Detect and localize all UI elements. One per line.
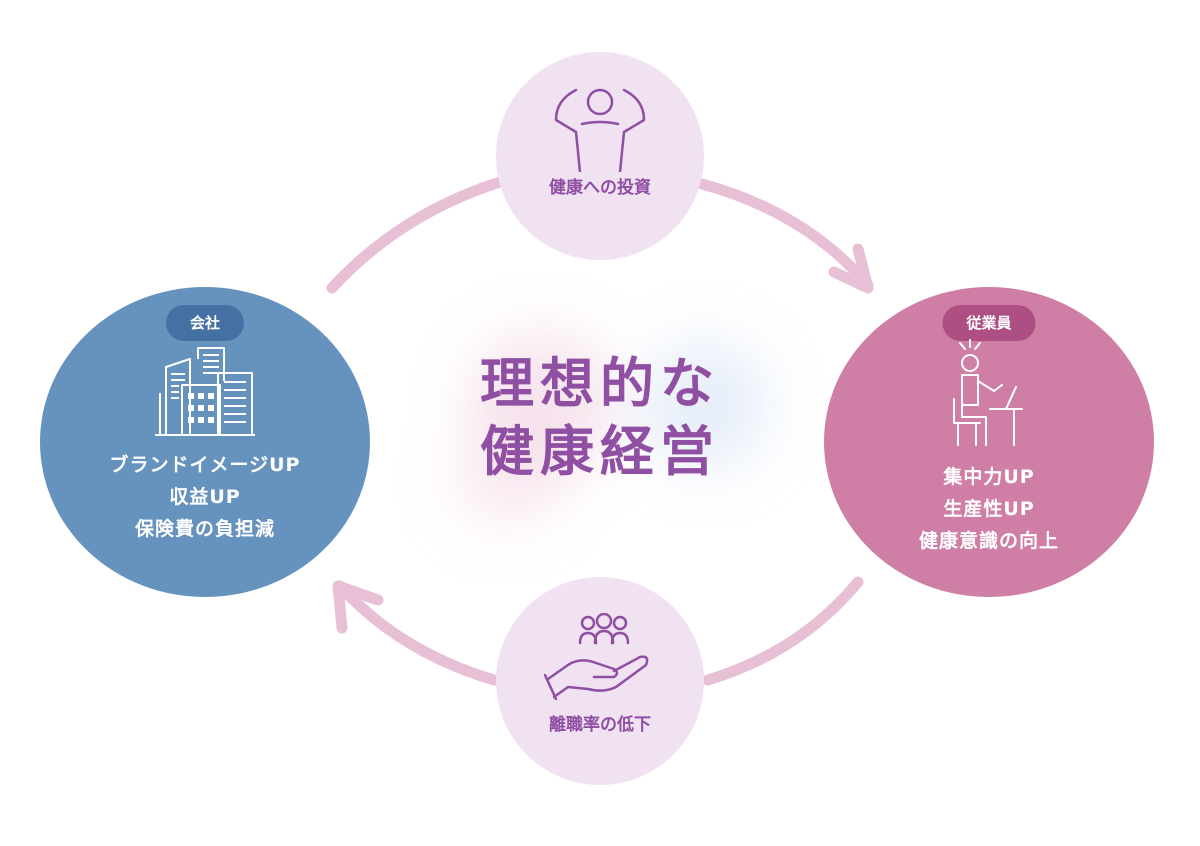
company-benefits: ブランドイメージUP 収益UP 保険費の負担減 — [40, 449, 370, 545]
employee-benefits: 集中力UP 生産性UP 健康意識の向上 — [824, 461, 1154, 557]
investment-label: 健康への投資 — [549, 178, 651, 198]
arrow-arc-top-left — [326, 176, 506, 294]
retention-circle: 離職率の低下 — [496, 577, 704, 785]
center-glow-pink — [468, 330, 618, 480]
buildings-icon — [155, 347, 255, 436]
retention-label: 離職率の低下 — [549, 715, 651, 735]
arrow-head-top-right — [828, 243, 874, 294]
arrow-arc-bottom-right — [702, 576, 864, 686]
arrow-head-bottom-left — [332, 580, 384, 634]
center-glow-pink-2 — [450, 430, 560, 530]
investment-circle: 健康への投資 — [496, 52, 704, 260]
employee-benefit-2: 生産性UP — [943, 498, 1035, 520]
center-title-line-2: 健康経営 — [480, 420, 720, 483]
center-glow-blue — [640, 340, 770, 470]
arrow-arc-bottom-left — [334, 580, 500, 686]
arrow-arc-top-right — [696, 178, 874, 291]
company-benefit-3: 保険費の負担減 — [134, 518, 275, 540]
hand-holding-people-icon — [544, 613, 649, 701]
employee-benefit-1: 集中力UP — [943, 466, 1035, 488]
employee-circle: 従業員 集中力UP 生産性UP 健康意識の向上 — [824, 287, 1154, 597]
employee-badge: 従業員 — [942, 305, 1036, 341]
company-benefit-1: ブランドイメージUP — [109, 454, 301, 476]
focused-worker-icon — [953, 339, 1023, 446]
employee-benefit-3: 健康意識の向上 — [918, 530, 1059, 552]
center-title: 理想的な 健康経営 — [420, 350, 780, 486]
company-circle: 会社 — [40, 287, 370, 597]
company-benefit-2: 収益UP — [169, 486, 241, 508]
energized-person-icon — [554, 88, 646, 172]
company-badge: 会社 — [165, 305, 245, 341]
center-title-line-1: 理想的な — [480, 352, 720, 415]
